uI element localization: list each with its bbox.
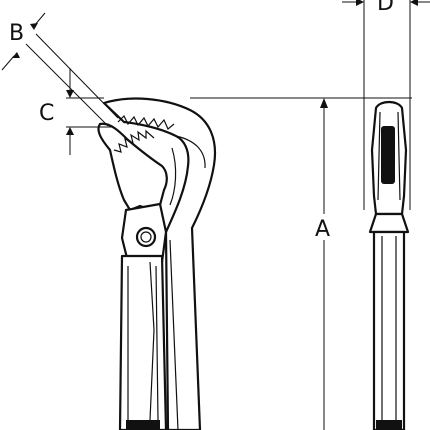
dimension-d: D	[342, 0, 430, 210]
front-jaw-slot	[381, 126, 395, 184]
front-head-inner	[377, 111, 401, 201]
rear-bar	[169, 239, 179, 430]
lower-jaw	[97, 122, 168, 212]
b-extension-1	[35, 33, 119, 119]
c-arrow-top	[66, 90, 74, 98]
wrench-front-view	[368, 100, 410, 430]
b-arrow-bottom	[12, 52, 20, 58]
handle-groove-right	[155, 265, 159, 421]
dimension-a: A	[190, 97, 412, 430]
dimension-b: B	[1, 12, 119, 127]
d-arrow-left	[356, 0, 364, 6]
hook-inner-curve	[175, 135, 206, 169]
pivot-pin	[135, 226, 157, 248]
b-extension-2	[25, 43, 109, 127]
pivot-pin-inner	[140, 231, 152, 243]
label-a: A	[315, 217, 330, 242]
front-grip-knurl	[376, 420, 402, 430]
handle-inner	[149, 261, 155, 421]
d-arrow-right	[410, 0, 418, 6]
lower-jaw-teeth	[113, 129, 155, 153]
handle-grip-knurl	[126, 420, 160, 430]
b-arrow-line-bottom	[1, 55, 15, 71]
front-neck	[368, 212, 410, 234]
front-handle	[372, 230, 406, 430]
a-arrow-top	[320, 98, 328, 108]
dimension-c: C	[39, 68, 112, 155]
wrench-side-view	[97, 97, 216, 430]
handle	[118, 254, 168, 430]
label-b: B	[9, 21, 24, 46]
label-c: C	[39, 101, 54, 126]
label-d: D	[377, 0, 394, 16]
b-arrow-top	[30, 23, 38, 30]
c-arrow-bottom	[66, 127, 74, 135]
upper-jaw-teeth	[117, 114, 175, 130]
hook-rib	[169, 147, 177, 206]
